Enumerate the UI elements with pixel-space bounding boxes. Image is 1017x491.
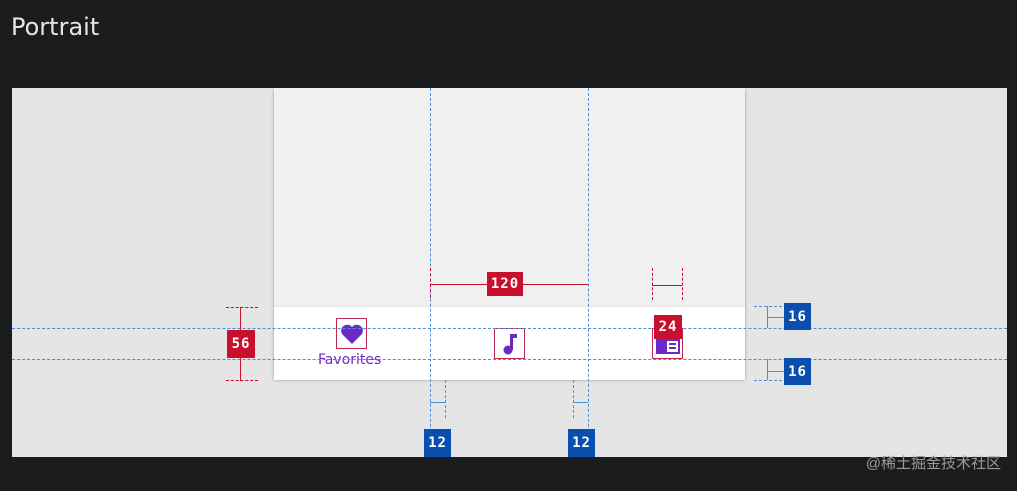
spec-canvas: Favorites 120 24 56	[12, 88, 1007, 457]
watermark: @稀土掘金技术社区	[865, 455, 1001, 472]
width-spec-tick-left	[430, 268, 431, 298]
top-padding-tick-a	[754, 306, 782, 307]
left-padding-badge: 12	[424, 429, 451, 457]
item-width-badge: 120	[487, 272, 523, 296]
left-padding-line	[430, 402, 445, 403]
music-note-icon	[494, 328, 525, 359]
news-icon	[652, 328, 683, 359]
icon-spec-tick-right	[682, 268, 683, 300]
top-padding-connector	[767, 317, 784, 318]
icon-spec-tick-left	[652, 268, 653, 300]
right-padding-line	[573, 402, 588, 403]
bottom-padding-tick-b	[754, 380, 782, 381]
guide-line-bottom	[12, 359, 1007, 360]
page-title: Portrait	[11, 13, 100, 41]
heart-icon	[336, 318, 367, 349]
bottom-padding-line	[767, 359, 768, 380]
top-padding-badge: 16	[784, 303, 811, 330]
right-padding-tick	[573, 380, 574, 418]
guide-line-right	[588, 88, 589, 457]
bottom-padding-badge: 16	[784, 358, 811, 385]
height-spec-tick-bottom	[226, 380, 258, 381]
guide-line-top	[12, 328, 1007, 329]
icon-spec-line	[652, 285, 682, 286]
height-spec-tick-top	[226, 307, 258, 308]
bar-height-badge: 56	[227, 330, 255, 358]
right-padding-badge: 12	[568, 429, 595, 457]
nav-label-favorites: Favorites	[318, 352, 382, 368]
left-padding-tick	[445, 380, 446, 418]
bottom-padding-connector	[767, 371, 784, 372]
icon-size-badge: 24	[654, 315, 682, 339]
